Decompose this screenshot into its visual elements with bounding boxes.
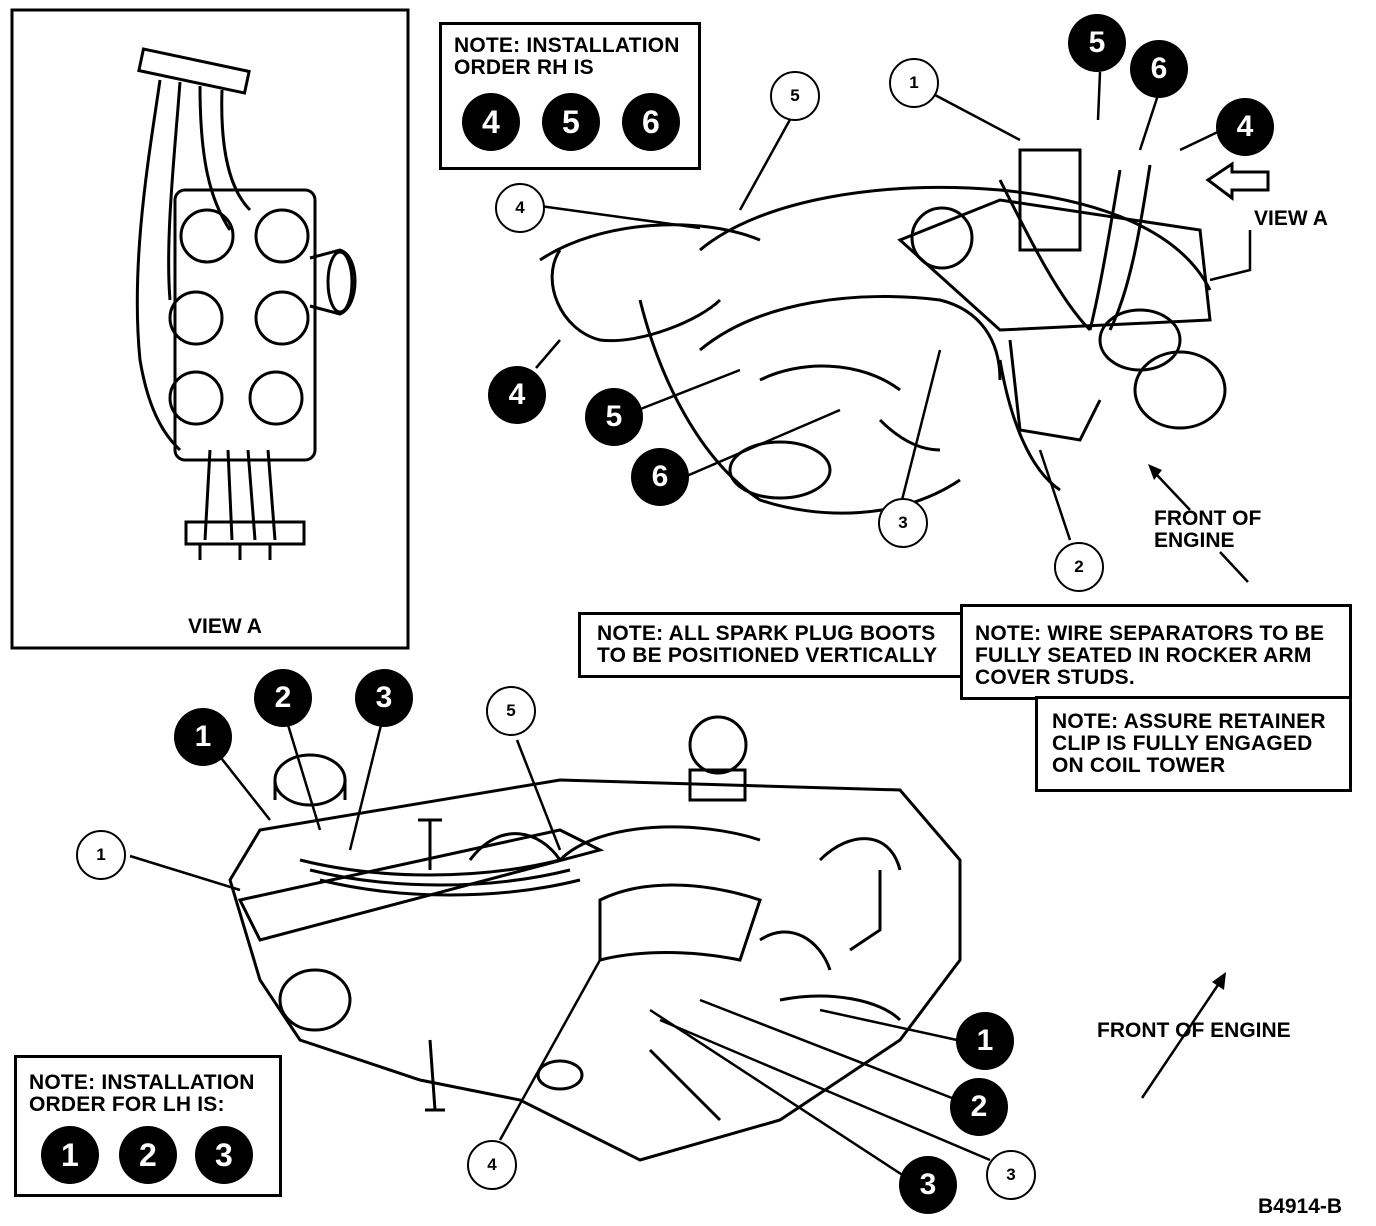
lh-callout-open-3: 3 <box>986 1150 1036 1200</box>
view-a-frame <box>10 8 410 650</box>
separators-line3: COVER STUDS. <box>975 666 1135 689</box>
rh-callout-filled-4-top: 4 <box>1216 98 1274 156</box>
lh-callout-open-4: 4 <box>467 1140 517 1190</box>
front-of-engine-top-line2: ENGINE <box>1154 529 1235 552</box>
rh-order-badge-2: 5 <box>542 93 600 151</box>
front-of-engine-top-line1: FRONT OF <box>1154 507 1262 530</box>
lh-order-line1: NOTE: INSTALLATION <box>29 1071 255 1094</box>
lh-callout-filled-3-right: 3 <box>899 1156 957 1214</box>
separators-line2: FULLY SEATED IN ROCKER ARM <box>975 644 1312 667</box>
lh-order-note: NOTE: INSTALLATION ORDER FOR LH IS: 1 2 … <box>14 1055 282 1197</box>
rh-callout-filled-4-left: 4 <box>488 366 546 424</box>
front-arrow-bottom-head <box>1212 972 1226 990</box>
rh-order-badge-3: 6 <box>622 93 680 151</box>
rh-callout-filled-5: 5 <box>1068 14 1126 72</box>
rh-callout-filled-6-left: 6 <box>631 448 689 506</box>
retainer-line2: CLIP IS FULLY ENGAGED <box>1052 732 1313 755</box>
lh-callout-open-5: 5 <box>486 686 536 736</box>
view-a-arrow-shape <box>1205 161 1270 201</box>
figure-id: B4914-B <box>1258 1195 1343 1218</box>
view-a-arrow-label: VIEW A <box>1254 207 1328 230</box>
lh-callout-filled-1-right: 1 <box>956 1012 1014 1070</box>
separators-line1: NOTE: WIRE SEPARATORS TO BE <box>975 622 1325 645</box>
separators-note: NOTE: WIRE SEPARATORS TO BE FULLY SEATED… <box>960 604 1352 700</box>
lh-order-badge-2: 2 <box>119 1126 177 1184</box>
front-of-engine-bottom: FRONT OF ENGINE <box>1097 1019 1291 1042</box>
retainer-line3: ON COIL TOWER <box>1052 754 1226 777</box>
rh-callout-filled-5-left: 5 <box>585 388 643 446</box>
lh-callout-filled-1-top: 1 <box>174 708 232 766</box>
rh-callout-open-3: 3 <box>878 498 928 548</box>
lh-callout-filled-2-right: 2 <box>950 1078 1008 1136</box>
front-arrow-bottom <box>1140 975 1226 1099</box>
rh-callout-open-4: 4 <box>495 183 545 233</box>
boots-line1: NOTE: ALL SPARK PLUG BOOTS <box>597 622 936 645</box>
lh-callout-open-1: 1 <box>76 830 126 880</box>
rh-callout-open-2: 2 <box>1054 542 1104 592</box>
lh-engine-drawing <box>228 715 962 1162</box>
lh-order-badge-1: 1 <box>41 1126 99 1184</box>
front-arrow-top-head <box>1148 464 1162 480</box>
lh-callout-filled-3-top: 3 <box>355 669 413 727</box>
retainer-line1: NOTE: ASSURE RETAINER <box>1052 710 1326 733</box>
rh-callout-filled-6: 6 <box>1130 40 1188 98</box>
boots-line2: TO BE POSITIONED VERTICALLY <box>597 644 938 667</box>
view-a-caption: VIEW A <box>188 615 262 638</box>
lh-order-line2: ORDER FOR LH IS: <box>29 1093 225 1116</box>
lh-order-badge-3: 3 <box>195 1126 253 1184</box>
rh-order-line1: NOTE: INSTALLATION <box>454 34 680 57</box>
rh-callout-open-1: 1 <box>889 58 939 108</box>
rh-callout-open-5: 5 <box>770 71 820 121</box>
rh-order-line2: ORDER RH IS <box>454 56 594 79</box>
rh-order-note: NOTE: INSTALLATION ORDER RH IS 4 5 6 <box>439 22 701 170</box>
front-arrow-top <box>1219 551 1249 583</box>
leader-lines <box>129 71 1252 1178</box>
lh-callout-filled-2-top: 2 <box>254 669 312 727</box>
retainer-note: NOTE: ASSURE RETAINER CLIP IS FULLY ENGA… <box>1035 696 1352 792</box>
rh-order-badge-1: 4 <box>462 93 520 151</box>
boots-note: NOTE: ALL SPARK PLUG BOOTS TO BE POSITIO… <box>578 612 964 678</box>
view-a-coil-pack <box>135 47 357 560</box>
